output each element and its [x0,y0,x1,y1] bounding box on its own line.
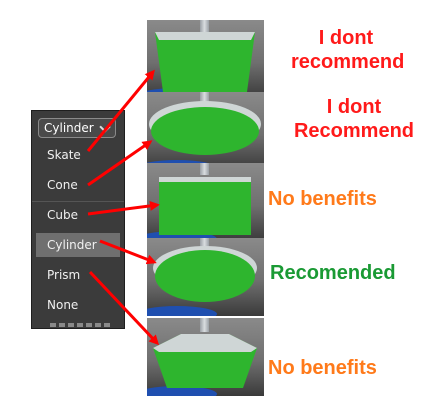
menu-item-cone[interactable]: Cone [36,173,120,197]
shape-dropdown-menu: Cylinder Skate Cone Cube Cylinder Prism … [31,110,125,329]
support-post [200,163,209,175]
annotation-line: I dont [326,96,382,118]
support-post [200,92,209,106]
support-post [200,20,209,32]
annotation-cylinder: Recomended [270,262,396,284]
annotation-cone: I dont Recommend [290,95,418,143]
preview-cone [147,92,264,170]
preview-cube [147,163,264,241]
cube-shape [159,177,251,235]
menu-item-label: Cube [47,208,78,222]
preview-prism [147,318,264,396]
menu-item-cube[interactable]: Cube [36,203,120,227]
floor-disc [147,386,217,396]
annotation-prism: No benefits [268,357,377,379]
annotation-cube: No benefits [268,188,377,210]
menu-divider [32,201,124,202]
menu-item-skate[interactable]: Skate [36,143,120,167]
annotation-skate: I dont recommend [291,26,404,74]
chevron-down-icon [99,121,111,133]
support-post [200,318,209,332]
menu-cutoff-text [50,323,110,327]
preview-skate [147,20,264,98]
menu-item-cylinder[interactable]: Cylinder [36,233,120,257]
skate-shape [155,32,255,92]
menu-item-label: Prism [47,268,81,282]
annotation-line: recommend [291,51,405,73]
shape-select[interactable]: Cylinder [38,118,116,138]
annotation-line: I dont [318,27,374,49]
menu-item-label: Skate [47,148,81,162]
shape-select-value: Cylinder [44,121,94,135]
floor-disc [147,231,217,241]
menu-item-label: Cone [47,178,78,192]
menu-item-none[interactable]: None [36,293,120,317]
preview-cylinder [147,238,264,316]
cylinder-shape [153,246,257,302]
menu-item-label: Cylinder [47,238,97,252]
annotation-line: Recommend [293,120,415,142]
floor-disc [147,306,217,316]
support-post [200,238,209,252]
menu-item-prism[interactable]: Prism [36,263,120,287]
prism-shape [153,334,257,388]
cone-shape [149,101,261,155]
menu-item-label: None [47,298,79,312]
